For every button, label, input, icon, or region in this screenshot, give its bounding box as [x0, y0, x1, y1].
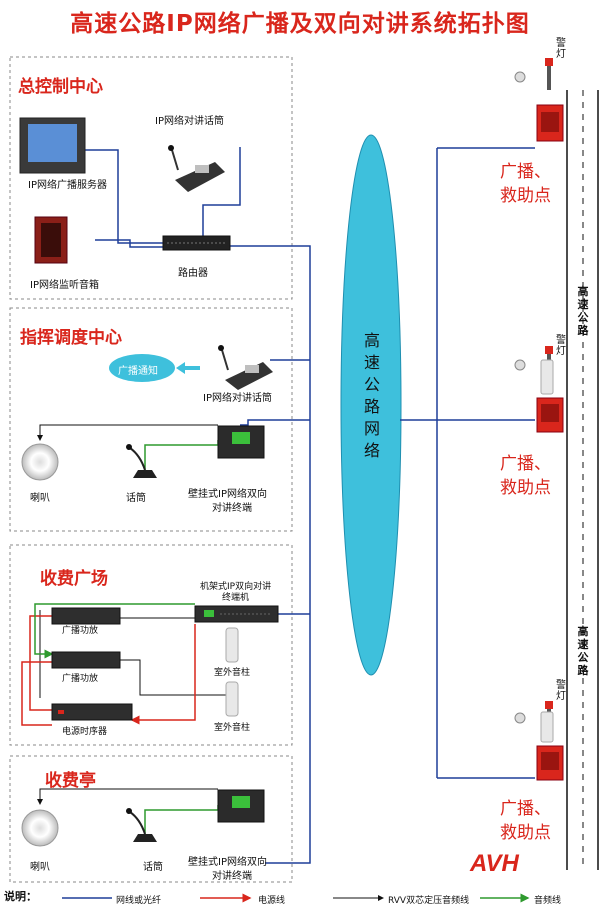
highway-label-1: 高速公路 [577, 285, 589, 337]
dispatch-terminal-label-1: 壁挂式IP网络双向 [188, 489, 267, 500]
legend-power-label: 电源线 [258, 896, 286, 906]
backbone-label: 高 速 公 路 网 络 [363, 331, 380, 460]
rack-terminal-device [194, 605, 279, 623]
help-point-1 [514, 58, 564, 142]
sequencer-device [51, 703, 133, 721]
amp1-label: 广播功放 [62, 626, 99, 636]
warn-light-1-label: 警灯 [556, 38, 566, 60]
avh-logo: AVH [470, 850, 519, 877]
outdoor-column-1 [225, 627, 239, 663]
amp1-device [51, 607, 121, 625]
router-label: 路由器 [178, 268, 208, 279]
section-title-dispatch: 指挥调度中心 [20, 328, 122, 348]
booth-terminal-label-2: 对讲终端 [212, 871, 252, 882]
server-label: IP网络广播服务器 [28, 180, 107, 191]
backbone-ellipse [340, 134, 402, 676]
dispatch-gooseneck-mic [126, 444, 157, 478]
highway-lines [566, 90, 599, 870]
column2-label: 室外音柱 [214, 723, 251, 733]
help-point-2-label: 广播、救助点 [500, 454, 551, 498]
legend-title: 说明： [4, 890, 37, 903]
booth-wall-terminal [217, 789, 265, 823]
sequencer-label: 电源时序器 [62, 727, 108, 737]
booth-ceiling-speaker [21, 809, 59, 847]
highway-label-2: 高速公路 [577, 625, 589, 677]
network-lines [85, 147, 535, 864]
warn-light-3-label: 警灯 [556, 680, 566, 702]
power-lines [21, 615, 196, 726]
section-title-plaza: 收费广场 [40, 569, 108, 589]
dispatch-ip-mic-device [218, 345, 273, 390]
notify-bubble [109, 354, 175, 382]
amp2-device [51, 651, 121, 669]
dispatch-terminal-label-2: 对讲终端 [212, 503, 252, 514]
help-point-1-label: 广播、救助点 [500, 162, 551, 206]
control-ip-mic-device [168, 145, 225, 192]
section-box-plaza [9, 544, 293, 746]
booth-mic-label: 话筒 [143, 862, 163, 873]
notify-label: 广播通知 [118, 366, 158, 377]
help-point-3-label: 广播、救助点 [500, 799, 551, 843]
notify-arrow [176, 362, 200, 374]
section-box-booth [9, 755, 293, 883]
amp2-label: 广播功放 [62, 674, 99, 684]
dispatch-speaker-label: 喇叭 [30, 493, 50, 504]
section-title-booth: 收费亭 [45, 771, 96, 791]
monitor-speaker-label: IP网络监听音箱 [30, 280, 99, 291]
dispatch-wall-terminal [217, 425, 265, 459]
column1-label: 室外音柱 [214, 668, 251, 678]
help-point-3 [514, 701, 564, 781]
booth-terminal-label-1: 壁挂式IP网络双向 [188, 857, 267, 868]
booth-gooseneck-mic [126, 808, 157, 842]
section-box-control [9, 56, 293, 300]
section-box-dispatch [9, 307, 293, 532]
dispatch-mic-label: IP网络对讲话筒 [203, 393, 272, 404]
dispatch-ceiling-speaker [21, 443, 59, 481]
legend-network-label: 网线或光纤 [116, 896, 162, 906]
section-title-control: 总控制中心 [18, 77, 103, 97]
warn-light-2-label: 警灯 [556, 335, 566, 357]
rack-terminal-label-1: 机架式IP双向对讲 [200, 582, 272, 592]
dispatch-mic2-label: 话筒 [126, 493, 146, 504]
outdoor-column-2 [225, 681, 239, 717]
rack-terminal-label-2: 终端机 [222, 593, 250, 603]
legend-rvv-label: RVV双芯定压音频线 [388, 896, 470, 906]
legend-audio-label: 音频线 [534, 896, 562, 906]
booth-speaker-label: 喇叭 [30, 862, 50, 873]
control-mic-label: IP网络对讲话筒 [155, 116, 224, 127]
help-point-2 [514, 346, 564, 433]
diagram-title: 高速公路IP网络广播及双向对讲系统拓扑图 [70, 11, 530, 37]
